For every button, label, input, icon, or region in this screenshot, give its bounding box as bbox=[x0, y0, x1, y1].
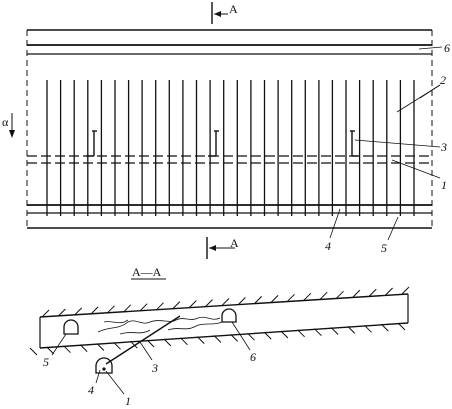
section-leader-3 bbox=[139, 341, 153, 361]
hatch-mark bbox=[196, 336, 205, 344]
hatch-mark bbox=[139, 303, 148, 312]
hatch-mark bbox=[90, 306, 99, 315]
orebody-lower-boundary bbox=[39, 322, 409, 349]
section-mark-top: A bbox=[229, 2, 238, 16]
section-mark-bottom: A bbox=[230, 236, 239, 250]
drift-1-center-point bbox=[102, 367, 106, 371]
fracture-lines bbox=[97, 316, 223, 335]
hatch-mark bbox=[46, 346, 55, 355]
hatch-mark bbox=[352, 289, 361, 298]
leader-5 bbox=[387, 216, 399, 241]
hatch-mark bbox=[347, 326, 356, 334]
hatch-mark bbox=[188, 300, 197, 308]
plan-view bbox=[9, 2, 443, 259]
hatch-mark bbox=[364, 324, 372, 333]
hatch-mark bbox=[221, 298, 230, 306]
raise-3-b bbox=[208, 130, 219, 157]
hatch-mark bbox=[29, 347, 38, 356]
callout-2: 2 bbox=[440, 73, 446, 87]
hatch-mark bbox=[247, 332, 255, 341]
hatch-mark bbox=[156, 302, 164, 311]
raise-3-a bbox=[86, 130, 97, 157]
hatch-mark bbox=[63, 345, 71, 354]
footwall-hatching bbox=[29, 322, 406, 356]
section-leader-4 bbox=[95, 369, 101, 384]
section-leader-6 bbox=[231, 321, 251, 351]
hatch-mark bbox=[319, 291, 328, 300]
section-view bbox=[29, 286, 410, 395]
leader-1 bbox=[391, 159, 441, 179]
section-callout-6: 6 bbox=[250, 350, 256, 364]
leader-6 bbox=[418, 46, 443, 50]
callout-6: 6 bbox=[444, 41, 450, 55]
leader-4 bbox=[329, 208, 341, 239]
hatch-mark bbox=[58, 308, 66, 317]
hatch-mark bbox=[397, 322, 406, 331]
hatch-mark bbox=[130, 340, 138, 349]
hatch-mark bbox=[336, 290, 344, 299]
hatch-mark bbox=[205, 299, 213, 307]
hatch-mark bbox=[263, 331, 272, 340]
orebody-upper-boundary bbox=[39, 293, 409, 318]
leader-2b bbox=[419, 84, 441, 99]
hatch-mark bbox=[107, 305, 115, 314]
callout-5: 5 bbox=[381, 241, 387, 255]
section-callout-5: 5 bbox=[43, 355, 49, 369]
section-cut-bottom-arrow-head bbox=[209, 245, 216, 251]
dip-arrow-head bbox=[9, 130, 15, 138]
hatch-mark bbox=[123, 304, 132, 313]
hatch-mark bbox=[401, 286, 410, 295]
borehole-group bbox=[46, 80, 415, 216]
hatch-mark bbox=[368, 288, 377, 297]
hatch-mark bbox=[380, 323, 389, 332]
hatch-mark bbox=[330, 327, 339, 335]
hanging-wall-hatching bbox=[41, 286, 410, 318]
hatch-mark bbox=[385, 287, 393, 296]
hatch-mark bbox=[230, 334, 239, 342]
hatch-mark bbox=[172, 301, 181, 309]
hatch-mark bbox=[180, 337, 188, 346]
dip-angle-label: α bbox=[2, 115, 9, 129]
section-view-title: A—A bbox=[132, 265, 162, 279]
section-cut-top-arrow-head bbox=[214, 11, 221, 17]
hatch-mark bbox=[163, 338, 172, 347]
hatch-mark bbox=[96, 343, 105, 351]
hatch-mark bbox=[280, 330, 289, 339]
section-callout-4: 4 bbox=[88, 383, 94, 397]
hatch-mark bbox=[113, 341, 121, 350]
hatch-mark bbox=[314, 328, 322, 337]
callout-3: 3 bbox=[440, 140, 447, 154]
section-leader-5 bbox=[51, 333, 67, 356]
section-callout-3: 3 bbox=[151, 361, 158, 375]
hatch-mark bbox=[270, 295, 279, 303]
drift-6-section bbox=[221, 308, 237, 323]
drift-5-section bbox=[63, 319, 79, 335]
hatch-mark bbox=[74, 307, 83, 316]
hatch-mark bbox=[297, 329, 305, 338]
callout-1: 1 bbox=[441, 178, 447, 192]
drift-1-section bbox=[95, 357, 113, 374]
hatch-mark bbox=[79, 344, 88, 352]
section-callout-1: 1 bbox=[125, 394, 131, 408]
callout-4: 4 bbox=[325, 239, 331, 253]
hatch-mark bbox=[254, 296, 263, 304]
hatch-mark bbox=[287, 293, 295, 302]
hatch-mark bbox=[238, 297, 246, 305]
raise-3-section bbox=[105, 315, 181, 365]
leader-3 bbox=[354, 139, 441, 148]
section-leader-1 bbox=[105, 370, 125, 395]
hatch-mark bbox=[146, 339, 155, 348]
hatch-mark bbox=[213, 335, 222, 343]
hatch-mark bbox=[41, 309, 50, 318]
raise-3-c bbox=[350, 130, 358, 157]
hatch-mark bbox=[303, 292, 312, 301]
